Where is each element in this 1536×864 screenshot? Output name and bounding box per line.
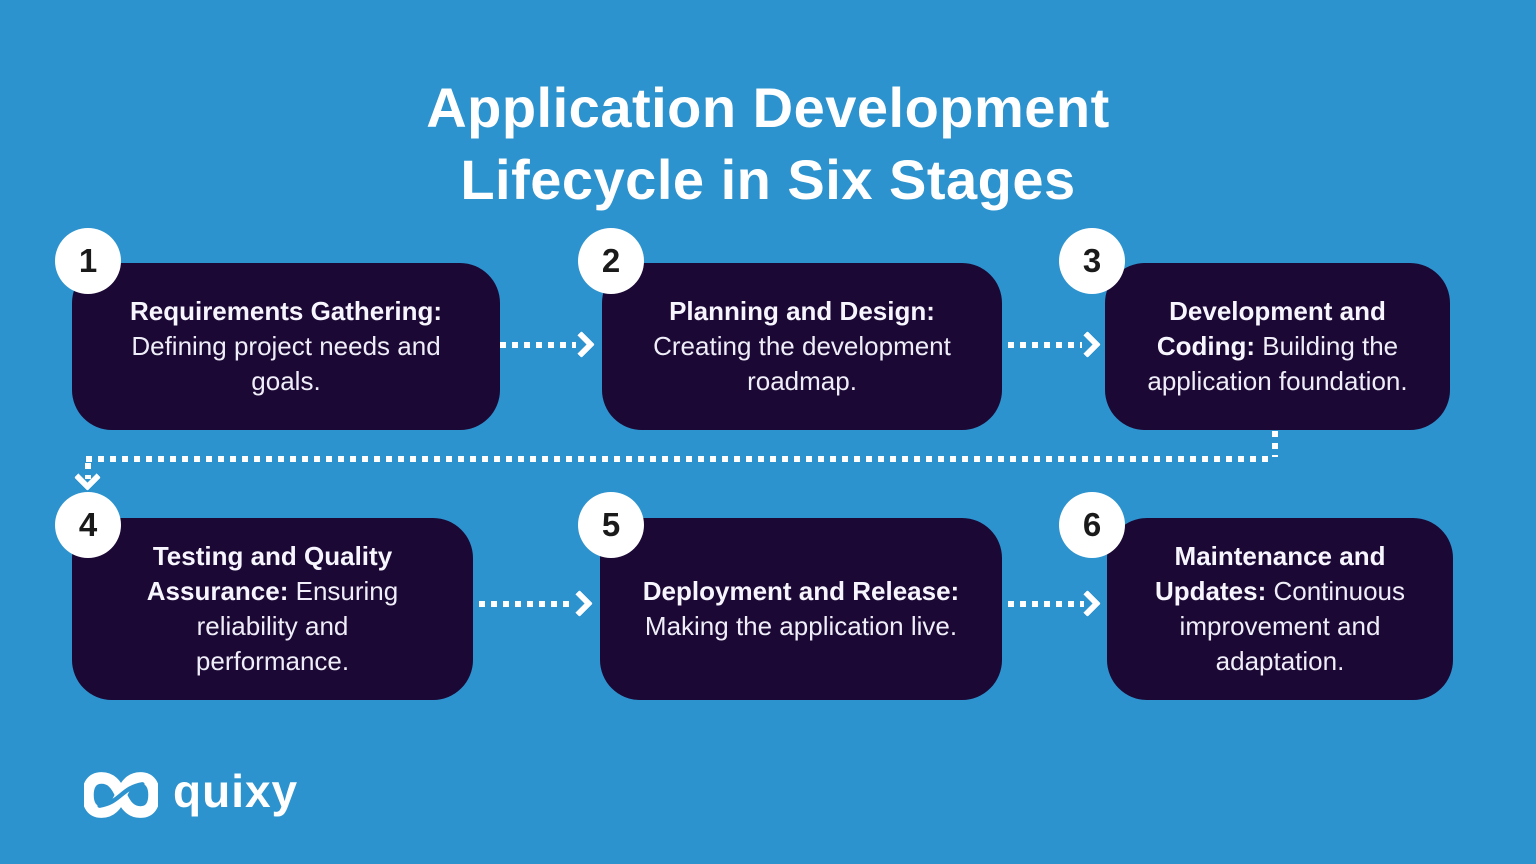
stage-text-2: Planning and Design: Creating the develo… <box>642 294 962 399</box>
stage-number-6: 6 <box>1082 506 1102 543</box>
arrow-right-icon <box>1074 590 1101 617</box>
stage-number-4: 4 <box>78 506 98 543</box>
connector-3-4-across-line <box>86 456 1274 462</box>
stage-label-4: Testing and Quality Assurance: <box>146 541 393 606</box>
arrow-right-icon <box>566 590 593 617</box>
stage-description-5: Making the application live. <box>644 611 958 641</box>
stage-number-1: 1 <box>78 242 98 279</box>
stage-text-1: Requirements Gathering: Defining project… <box>114 294 459 399</box>
stage-description-3: Building the application foundation. <box>1147 331 1408 396</box>
stage-description-6: Continuous improvement and adaptation. <box>1179 576 1406 676</box>
stage-label-1: Requirements Gathering: <box>129 296 443 326</box>
stage-label-3: Development and Coding: <box>1156 296 1386 361</box>
stage-number-badge-1: 1 <box>55 228 121 294</box>
arrow-right-icon <box>1074 331 1101 358</box>
arrow-right-icon <box>568 331 595 358</box>
infinity-icon <box>84 772 158 818</box>
connector-3-4-drop-line <box>1272 431 1278 457</box>
stage-box-4: Testing and Quality Assurance: Ensuring … <box>72 518 473 700</box>
stage-box-6: Maintenance and Updates: Continuous impr… <box>1107 518 1453 700</box>
stage-box-1: Requirements Gathering: Defining project… <box>72 263 500 430</box>
dotted-arrow-2-3-line <box>1008 342 1082 348</box>
stage-number-badge-5: 5 <box>578 492 644 558</box>
arrow-down-icon <box>74 464 101 491</box>
stage-number-5: 5 <box>601 506 621 543</box>
stage-label-2: Planning and Design: <box>669 296 935 326</box>
stage-box-2: Planning and Design: Creating the develo… <box>602 263 1002 430</box>
stage-number-3: 3 <box>1082 242 1102 279</box>
stage-text-4: Testing and Quality Assurance: Ensuring … <box>123 539 423 679</box>
stage-description-4: Ensuring reliability and performance. <box>195 576 399 676</box>
dotted-arrow-4-5-line <box>479 601 573 607</box>
connector-3-4-descend-line <box>85 463 91 479</box>
stage-label-6: Maintenance and Updates: <box>1154 541 1386 606</box>
dotted-arrow-5-6-line <box>1008 601 1084 607</box>
page-title: Application Development Lifecycle in Six… <box>0 72 1536 216</box>
stage-text-6: Maintenance and Updates: Continuous impr… <box>1135 539 1425 679</box>
stage-text-3: Development and Coding: Building the app… <box>1130 294 1425 399</box>
stage-number-badge-3: 3 <box>1059 228 1125 294</box>
stage-box-3: Development and Coding: Building the app… <box>1105 263 1450 430</box>
page-title-line-2: Lifecycle in Six Stages <box>460 147 1076 211</box>
stage-box-5: Deployment and Release: Making the appli… <box>600 518 1002 700</box>
stage-number-2: 2 <box>601 242 621 279</box>
quixy-logo: quixy <box>84 768 298 822</box>
stage-number-badge-4: 4 <box>55 492 121 558</box>
stage-description-2: Creating the development roadmap. <box>653 331 951 396</box>
stage-number-badge-2: 2 <box>578 228 644 294</box>
stage-label-5: Deployment and Release: <box>642 576 960 606</box>
page-title-line-1: Application Development <box>426 75 1110 139</box>
dotted-arrow-1-2-line <box>500 342 576 348</box>
stage-description-1: Defining project needs and goals. <box>131 331 441 396</box>
stage-text-5: Deployment and Release: Making the appli… <box>619 574 984 644</box>
quixy-wordmark: quixy <box>173 765 299 817</box>
stage-number-badge-6: 6 <box>1059 492 1125 558</box>
